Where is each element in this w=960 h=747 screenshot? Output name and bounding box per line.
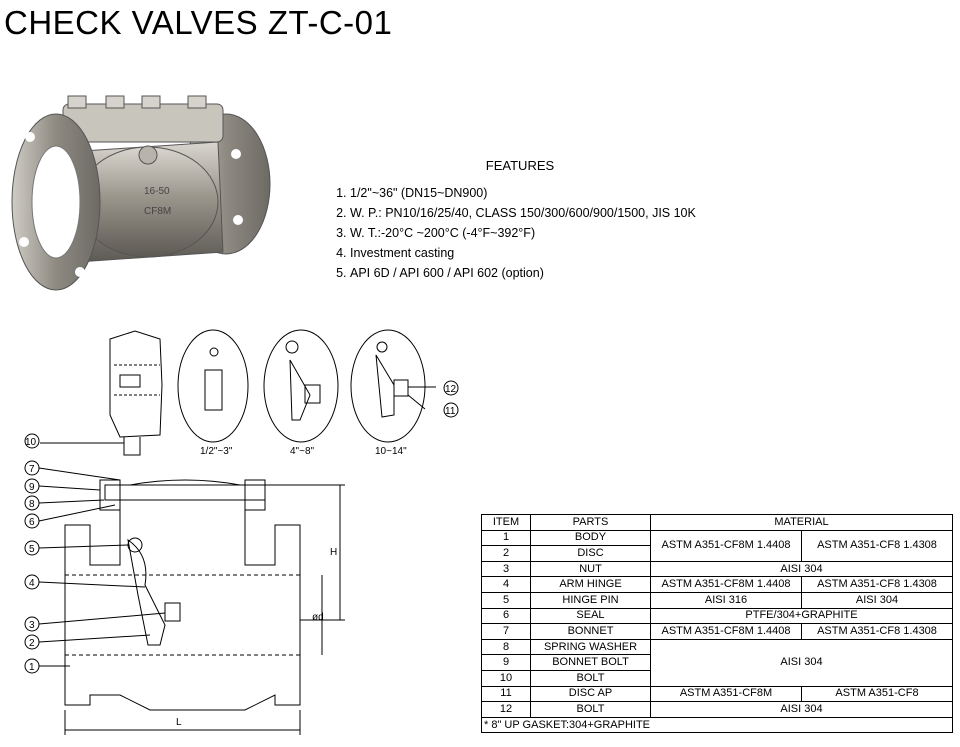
svg-text:3: 3 [29,620,35,631]
dim-height: H [330,547,337,558]
parts-table: ITEM PARTS MATERIAL 1 BODY ASTM A351-CF8… [481,514,953,734]
features-list: 1/2"~36" (DN15~DN900) W. P.: PN10/16/25/… [320,183,740,283]
svg-text:7: 7 [29,464,35,475]
row-item: 4 [481,576,531,593]
size-label-medium: 4"~8" [290,446,315,457]
svg-text:8: 8 [29,499,35,510]
callout-2: 2 [24,634,151,650]
dim-diameter: ød [312,612,324,623]
svg-text:10: 10 [25,437,37,448]
size-label-large: 10~14" [375,446,407,457]
row-part: BOLT [530,701,651,718]
disc-detail-medium [263,329,339,443]
callout-4: 4 [24,574,146,590]
row-item: 12 [481,701,531,718]
callout-6: 6 [24,504,116,529]
row-item: 5 [481,591,531,609]
callout-11: 11 [443,402,459,418]
svg-text:4: 4 [29,578,35,589]
row-part: BODY [530,529,651,547]
callout-8: 8 [24,495,105,511]
svg-text:12: 12 [445,384,457,395]
features-section: FEATURES 1/2"~36" (DN15~DN900) W. P.: PN… [320,158,740,283]
row-part: NUT [530,560,651,578]
features-heading: FEATURES [485,158,555,173]
row-material: ASTM A351-CF8M [650,685,802,703]
row-item: 7 [481,623,531,640]
cast-mark-2: CF8M [144,206,171,217]
feature-item: 1/2"~36" (DN15~DN900) [350,183,740,203]
callout-9: 9 [24,478,101,494]
row-item: 2 [481,545,531,562]
row-material: ASTM A351-CF8 1.4308 [801,576,953,593]
row-part: BONNET [530,623,651,640]
page-title: CHECK VALVES ZT-C-01 [4,4,393,41]
header-item: ITEM [481,514,531,531]
svg-text:1: 1 [29,662,35,673]
size-label-small: 1/2"~3" [200,446,233,457]
svg-text:5: 5 [29,544,35,555]
row-part: SPRING WASHER [530,638,651,656]
callout-3: 3 [24,612,166,632]
valve-section [64,479,301,711]
row-material: ASTM A351-CF8M 1.4408 [650,529,802,562]
callout-1: 1 [24,658,70,674]
disc-detail-large [350,329,436,443]
row-material: ASTM A351-CF8 1.4308 [801,623,953,640]
svg-text:11: 11 [445,406,456,417]
table-note: * 8" UP GASKET:304+GRAPHITE [481,716,953,734]
disc-detail-small [177,329,249,443]
cast-mark-1: 16-50 [144,186,170,197]
callout-7: 7 [24,460,121,481]
row-material: PTFE/304+GRAPHITE [650,607,953,625]
header-parts: PARTS [530,514,651,531]
row-part: DISC AP [530,685,651,703]
row-part: SEAL [530,607,651,625]
svg-text:9: 9 [29,482,35,493]
feature-item: W. T.:-20°C ~200°C (-4°F~392°F) [350,223,740,243]
callout-5: 5 [24,540,129,556]
row-part: ARM HINGE [530,576,651,593]
row-material: AISI 316 [650,591,802,609]
svg-text:2: 2 [29,638,35,649]
callout-10: 10 [24,433,40,449]
row-material: AISI 304 [801,591,953,609]
row-material: ASTM A351-CF8 1.4308 [801,529,953,562]
row-item: 8 [481,638,531,656]
feature-item: Investment casting [350,243,740,263]
callout-12: 12 [443,380,459,396]
row-part: BOLT [530,669,651,687]
row-item: 11 [481,685,531,703]
row-item: 9 [481,654,531,671]
row-material: AISI 304 [650,638,953,687]
row-item: 6 [481,607,531,625]
row-part: DISC [530,545,651,562]
row-material: ASTM A351-CF8M 1.4408 [650,576,802,593]
row-item: 1 [481,529,531,547]
row-item: 10 [481,669,531,687]
bonnet-detail [40,330,163,456]
dim-length: L [176,717,182,728]
header-material: MATERIAL [650,514,953,531]
row-item: 3 [481,560,531,578]
feature-item: API 6D / API 600 / API 602 (option) [350,263,740,283]
row-part: HINGE PIN [530,591,651,609]
row-material: ASTM A351-CF8M 1.4408 [650,623,802,640]
technical-drawing: 1/2"~3" 4"~8" 10~14" L H ød 10 7 9 8 6 [24,329,459,735]
valve-photo: 16-50 CF8M [11,95,271,291]
feature-item: W. P.: PN10/16/25/40, CLASS 150/300/600/… [350,203,740,223]
row-material: AISI 304 [650,701,953,718]
svg-text:6: 6 [29,517,35,528]
row-part: BONNET BOLT [530,654,651,671]
row-material: AISI 304 [650,560,953,578]
row-material: ASTM A351-CF8 [801,685,953,703]
